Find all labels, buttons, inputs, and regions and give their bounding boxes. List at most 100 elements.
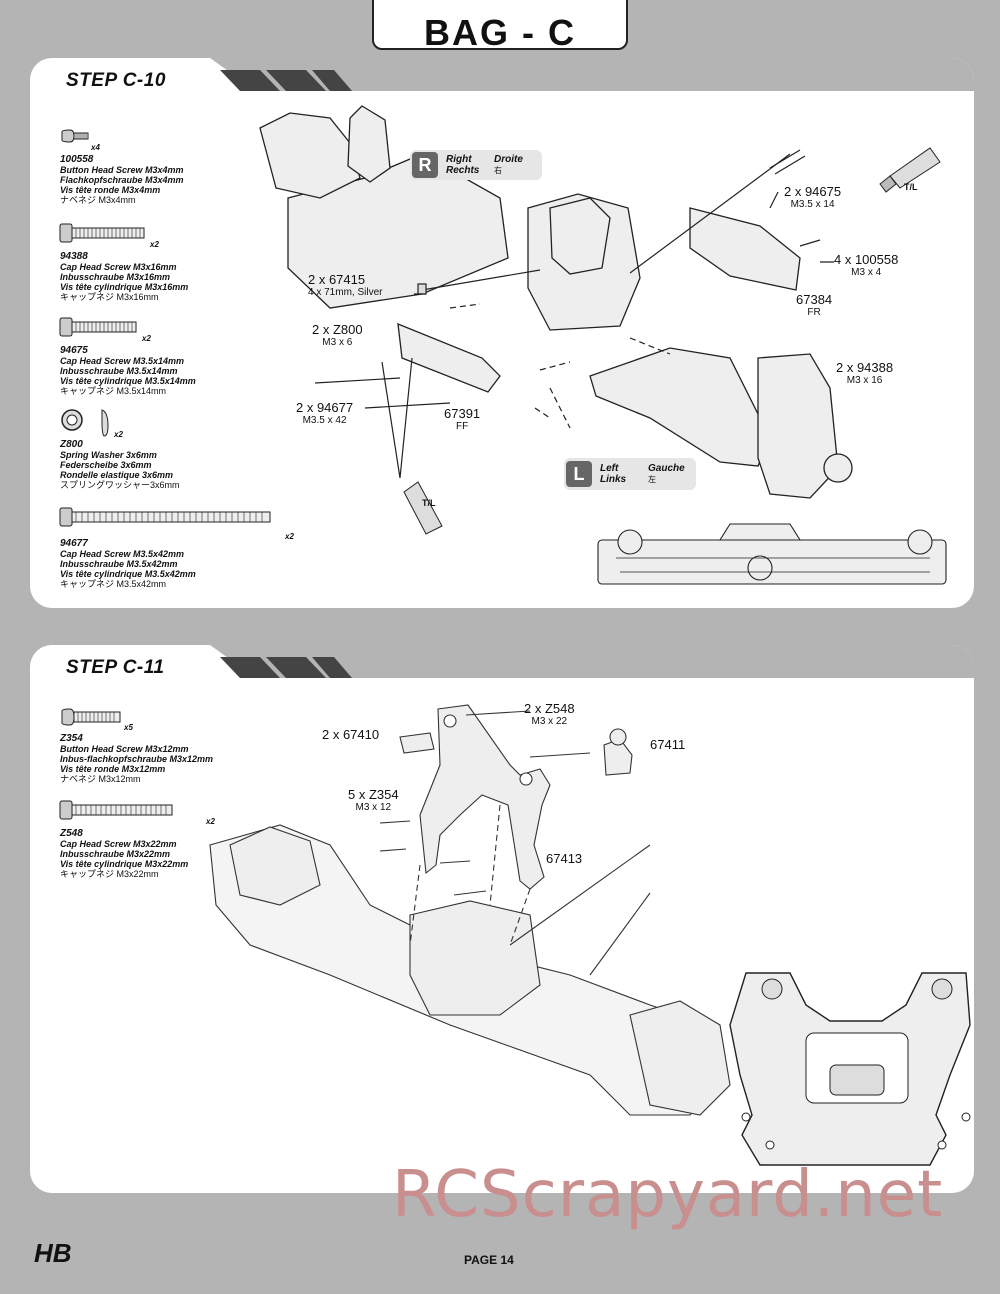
page-number: PAGE 14 [464,1253,514,1267]
desc-fr: Vis tête cylindrique M3x16mm [60,282,189,292]
desc-en: Button Head Screw M3x4mm [60,165,184,175]
part-code: 94388 [60,251,88,262]
callout-sub: M3.5 x 42 [302,415,347,426]
spring-washer-icon [61,409,109,437]
callout-main: 2 x Z548 [524,701,575,716]
qty: x2 [285,532,294,541]
side-en: Left [600,463,619,474]
callout-sub: 4 x 71mm, Silver [308,287,383,298]
desc-en: Cap Head Screw M3.5x42mm [60,549,185,559]
button-head-screw-icon [61,708,121,726]
side-de: Rechts [446,165,480,176]
bag-title: BAG - C [424,12,576,53]
step-c11-panel: STEP C-11 x5 Z354 Button Head Screw M3x1… [30,645,974,1193]
desc-de: Federscheibe 3x6mm [60,460,152,470]
side-letter: L [566,461,592,487]
desc-de: Inbus-flachkopfschraube M3x12mm [60,754,214,764]
qty: x5 [124,723,133,732]
cap-head-screw-icon [59,223,145,243]
part-code: Z354 [60,733,83,744]
callout-main: 2 x 94388 [836,360,894,375]
desc-fr: Vis tête ronde M3x4mm [60,185,161,195]
callout-67410: 2 x 67410 [322,727,379,742]
callout-sub: M3 x 12 [355,802,392,813]
callout-sub: M3 x 16 [846,375,883,386]
shock-tower-front-view [729,972,971,1166]
qty: x2 [114,430,123,439]
qty: x4 [91,143,100,152]
desc-fr: Vis tête cylindrique M3.5x42mm [60,569,196,579]
desc-jp: ナベネジ M3x4mm [60,195,136,205]
part-code: 100558 [60,154,94,165]
qty: x2 [150,240,159,249]
callout-main: 67411 [650,737,686,752]
cap-head-screw-icon [59,317,137,337]
callout-main: 4 x 100558 [834,252,899,267]
callout-main: 67384 [796,292,833,307]
callout-67413: 67413 [546,851,582,866]
watermark: RCScrapyard.net [392,1158,944,1232]
front-view-assembly [597,523,947,585]
qty: x2 [142,334,151,343]
callout-sub: M3.5 x 14 [790,199,835,210]
callout-main: 67391 [444,406,481,421]
side-jp: 左 [648,475,656,484]
callout-sub: M3 x 6 [322,337,353,348]
desc-jp: キャップネジ M3.5x14mm [60,386,167,396]
desc-de: Inbusschraube M3x22mm [60,849,171,859]
callout-main: 2 x Z800 [312,322,363,337]
desc-en: Cap Head Screw M3x22mm [60,839,177,849]
side-fr: Droite [494,154,523,165]
callout-sub: M3 x 22 [531,716,568,727]
desc-en: Button Head Screw M3x12mm [60,744,189,754]
side-en: Right [446,154,472,165]
callout-main: 2 x 67415 [308,272,366,287]
callout-sub: M3 x 4 [851,267,882,278]
step-c11-assembly-drawing [209,704,971,1166]
qty: x2 [206,817,215,826]
callout-67411: 67411 [650,737,685,752]
step-c10-panel: STEP C-10 x4 100558 Button Head Screw M3… [30,58,974,608]
desc-jp: キャップネジ M3x16mm [60,292,159,302]
desc-en: Cap Head Screw M3.5x14mm [60,356,185,366]
step-c10-assembly-drawing [259,105,947,585]
hb-logo: HB [34,1238,72,1268]
step-c10-title: STEP C-10 [66,70,166,91]
button-head-screw-icon [61,129,89,143]
desc-de: Flachkopfschraube M3x4mm [60,175,184,185]
step-c11-title: STEP C-11 [66,657,165,678]
desc-jp: キャップネジ M3.5x42mm [60,579,167,589]
part-code: Z548 [60,828,83,839]
desc-fr: Vis tête cylindrique M3.5x14mm [60,376,196,386]
bag-title-tab: BAG - C [372,0,628,53]
tube-label: T/L [422,498,436,508]
callout-main: 5 x Z354 [348,787,399,802]
side-jp: 右 [494,166,502,175]
desc-de: Inbusschraube M3.5x14mm [60,366,178,376]
desc-de: Inbusschraube M3.5x42mm [60,559,178,569]
side-fr: Gauche [648,463,685,474]
callout-main: 2 x 94677 [296,400,354,415]
callout-sub: FF [455,421,469,432]
side-letter: R [412,152,438,178]
cap-head-screw-icon [59,507,271,527]
step-header-stripes [210,645,974,678]
desc-jp: ナベネジ M3x12mm [60,774,141,784]
callout-main: 2 x 94675 [784,184,842,199]
desc-fr: Rondelle elastique 3x6mm [60,470,174,480]
cap-head-screw-icon [59,800,173,820]
step-header-stripes [210,58,974,91]
callout-main: 2 x 67410 [322,727,380,742]
callout-main: 67413 [546,851,583,866]
part-code: 94675 [60,345,88,356]
desc-de: Inbusschraube M3x16mm [60,272,171,282]
